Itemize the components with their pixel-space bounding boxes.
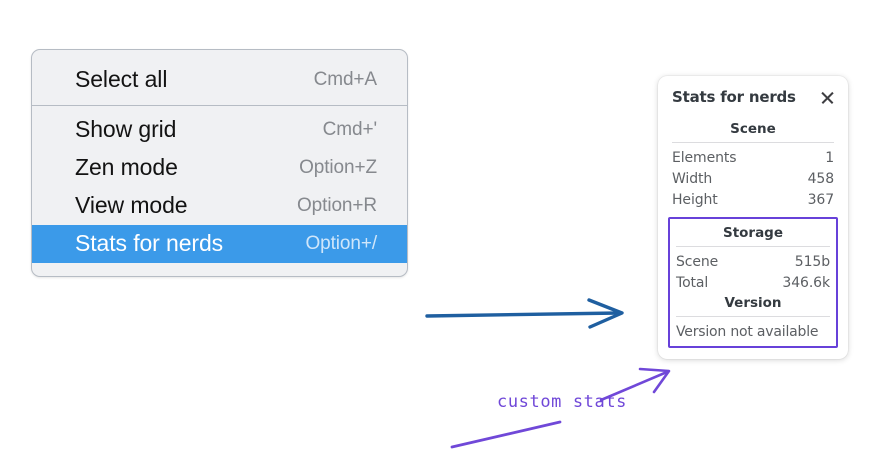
storage-section: Storage Scene 515b Total 346.6k xyxy=(672,223,834,293)
stat-value: 458 xyxy=(807,170,835,187)
stat-key: Width xyxy=(672,170,713,187)
storage-heading: Storage xyxy=(722,225,784,241)
menu-separator xyxy=(32,105,407,106)
stat-row: Elements 1 xyxy=(668,147,838,168)
stat-value: 515b xyxy=(794,253,830,270)
scene-heading: Scene xyxy=(730,121,776,137)
menu-item-label: Stats for nerds xyxy=(75,230,224,256)
blue-arrow-annotation xyxy=(425,298,624,329)
stat-row: Width 458 xyxy=(668,168,838,189)
close-icon[interactable] xyxy=(819,89,836,106)
scene-divider xyxy=(672,142,834,143)
stat-value: 1 xyxy=(825,149,834,166)
menu-item-label: Zen mode xyxy=(75,154,178,180)
menu-item-shortcut: Option+/ xyxy=(305,232,377,254)
menu-item-zen-mode[interactable]: Zen mode Option+Z xyxy=(32,149,407,187)
stat-key: Total xyxy=(676,274,709,291)
stat-row: Height 367 xyxy=(668,189,838,210)
menu-item-stats-for-nerds[interactable]: Stats for nerds Option+/ xyxy=(32,225,407,263)
menu-item-shortcut: Cmd+A xyxy=(313,68,377,90)
purple-underline-annotation xyxy=(450,420,562,449)
custom-stats-section: Storage Scene 515b Total 346.6k Version … xyxy=(668,217,838,348)
stat-key: Elements xyxy=(672,149,737,166)
menu-item-label: Show grid xyxy=(75,116,177,142)
storage-divider xyxy=(676,246,830,247)
menu-item-label: View mode xyxy=(75,192,188,218)
menu-group-2: Show grid Cmd+' Zen mode Option+Z View m… xyxy=(32,106,407,269)
stat-key: Scene xyxy=(676,253,719,270)
version-text: Version not available xyxy=(676,324,819,340)
stats-panel-header: Stats for nerds xyxy=(668,88,838,106)
panel-title: Stats for nerds xyxy=(672,88,796,106)
custom-stats-annotation-label: custom stats xyxy=(497,392,628,412)
menu-item-show-grid[interactable]: Show grid Cmd+' xyxy=(32,111,407,149)
menu-item-view-mode[interactable]: View mode Option+R xyxy=(32,187,407,225)
menu-item-shortcut: Option+Z xyxy=(299,156,377,178)
menu-item-shortcut: Cmd+' xyxy=(322,118,377,140)
stat-value: 367 xyxy=(807,191,835,208)
menu-group-1: Select all Cmd+A xyxy=(32,56,407,105)
menu-item-select-all[interactable]: Select all Cmd+A xyxy=(32,61,407,99)
stats-for-nerds-panel: Stats for nerds Scene Elements 1 Width 4… xyxy=(658,76,848,359)
menu-item-label: Select all xyxy=(75,66,168,92)
stat-value: 346.6k xyxy=(782,274,830,291)
scene-section: Scene Elements 1 Width 458 Height 367 xyxy=(668,120,838,210)
stat-key: Height xyxy=(672,191,718,208)
version-divider xyxy=(676,316,830,317)
version-heading: Version xyxy=(724,295,782,311)
stat-row: Scene 515b xyxy=(672,251,834,272)
version-section: Version Version not available xyxy=(672,293,834,341)
context-menu[interactable]: Select all Cmd+A Show grid Cmd+' Zen mod… xyxy=(31,49,408,277)
stat-row: Total 346.6k xyxy=(672,272,834,293)
menu-item-shortcut: Option+R xyxy=(297,194,377,216)
